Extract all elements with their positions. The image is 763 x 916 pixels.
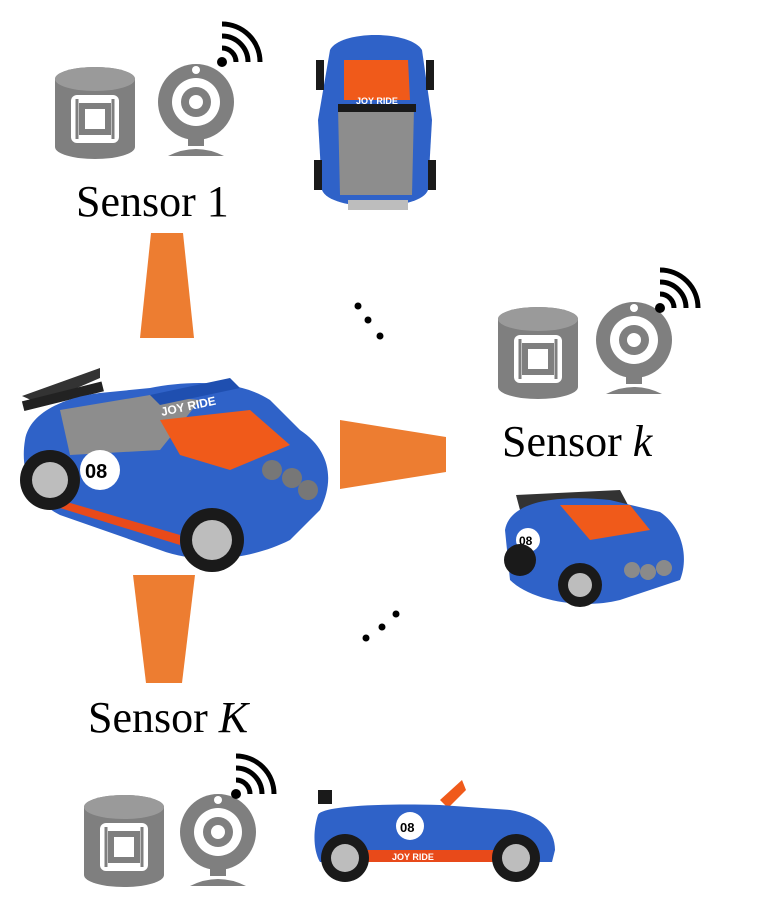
sensor-k-device [496,270,698,401]
webcam-icon [596,302,672,394]
svg-text:JOY RIDE: JOY RIDE [356,96,398,106]
svg-text:08: 08 [400,820,414,835]
ellipsis-upper [354,302,384,340]
storage-chip-icon [53,65,137,161]
wifi-signal-icon [217,24,260,67]
sensor-K-device [82,756,274,889]
wifi-signal-icon [231,756,274,799]
car-top-view-image: JOY RIDE [314,35,436,210]
sensor-k-label: Sensor k [502,417,653,466]
arrow-to-sensor-K [133,575,195,683]
svg-text:JOY RIDE: JOY RIDE [392,852,434,862]
car-front-view-image: 08 [504,490,684,607]
arrow-to-sensor-1 [140,233,194,338]
ellipsis-lower [362,610,400,642]
storage-chip-icon [496,305,580,401]
car-side-view-image: 08 JOY RIDE [314,780,555,882]
sensor-1-label: Sensor 1 [76,177,229,226]
sensor-K-label: Sensor K [88,693,249,742]
storage-chip-icon [82,793,166,889]
webcam-icon [158,64,234,156]
arrow-to-sensor-k [340,420,446,489]
sensor-1-device [53,24,260,161]
svg-text:08: 08 [85,461,107,483]
webcam-icon [180,794,256,886]
main-car-image: JOY RIDE 08 [20,368,329,572]
wifi-signal-icon [655,270,698,313]
